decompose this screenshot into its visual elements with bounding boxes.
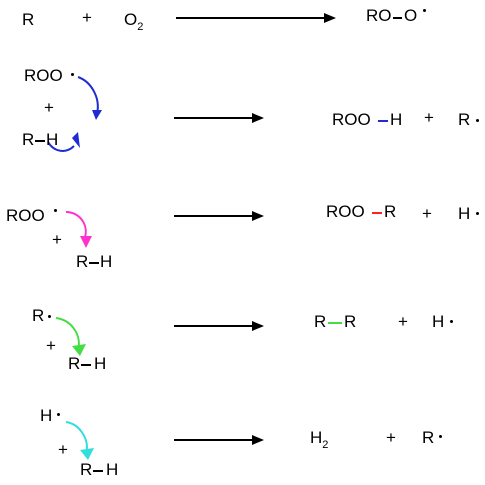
r2-bond-r-h (35, 140, 45, 142)
r2-reactant-h: H (46, 130, 59, 149)
arrowhead-magenta (80, 236, 92, 248)
r5-product-h2: H2 (310, 428, 329, 451)
r4-bond-r-r (328, 322, 342, 324)
curved-arrow-green (55, 317, 80, 351)
r4-reactant-r2: R (68, 354, 81, 373)
r4-reactant-r: R (32, 306, 45, 325)
r1-product-ro: RO (366, 6, 392, 25)
r1-reactant-o2: O2 (124, 10, 144, 33)
r1-plus: + (82, 8, 92, 27)
r2-product-r: R (458, 110, 471, 129)
curved-arrow-magenta (65, 211, 87, 241)
r2-product-roo: ROO (332, 110, 371, 129)
r1-bond-o-o (393, 17, 402, 19)
r3-reactant-r: R (76, 252, 89, 271)
r4-plus: + (46, 336, 56, 355)
r2-radical-dot-roo (71, 73, 74, 76)
r5-product-plus: + (386, 428, 396, 447)
r4-product-h: H (432, 312, 445, 331)
r1-radical-dot (423, 9, 426, 12)
r5-product-r: R (422, 428, 435, 447)
r2-radical-dot-r (476, 119, 479, 122)
r1-product-o: O (404, 6, 418, 25)
r2-reactant-roo: ROO (24, 66, 63, 85)
curved-arrow-cyan (65, 421, 88, 455)
r4-product-plus: + (398, 312, 408, 331)
r4-bond-r-h (81, 364, 91, 366)
arrowhead-blue-2 (72, 132, 80, 148)
r5-bond-r-h (93, 470, 103, 472)
r5-reactant-h2: H (106, 460, 119, 479)
arrowhead-cyan (80, 448, 94, 460)
r5-reactant-r: R (80, 460, 93, 479)
r2-reactant-r: R (22, 130, 35, 149)
r4-radical-dot-r (48, 315, 51, 318)
r3-bond-oo-r (372, 212, 382, 214)
r3-product-h: H (458, 204, 471, 223)
r1-reactant-r: R (22, 10, 35, 29)
r4-radical-dot-h (450, 320, 453, 323)
r3-plus: + (52, 230, 62, 249)
r2-bond-oo-h (378, 120, 388, 122)
r3-reactant-roo: ROO (6, 206, 45, 225)
r3-product-r: R (384, 202, 397, 221)
r5-radical-dot-r (439, 435, 442, 438)
r4-product-r2: R (344, 312, 357, 331)
r3-reactant-h: H (100, 252, 113, 271)
r4-reactant-h: H (94, 354, 107, 373)
r3-radical-dot-h (476, 212, 479, 215)
r3-product-roo: ROO (326, 202, 365, 221)
r3-bond-r-h (89, 262, 99, 264)
r2-product-plus: + (424, 108, 434, 127)
arrowhead-green (72, 344, 86, 356)
r4-product-r1: R (314, 312, 327, 331)
r2-plus: + (44, 98, 54, 117)
curved-arrow-blue-2 (47, 141, 75, 152)
r2-product-h: H (390, 110, 403, 129)
arrowhead-blue-1 (92, 110, 102, 120)
r5-radical-dot-h (57, 413, 60, 416)
r3-product-plus: + (422, 204, 432, 223)
r5-reactant-h: H (40, 406, 53, 425)
r5-plus: + (58, 440, 68, 459)
r3-radical-dot-roo (54, 209, 57, 212)
